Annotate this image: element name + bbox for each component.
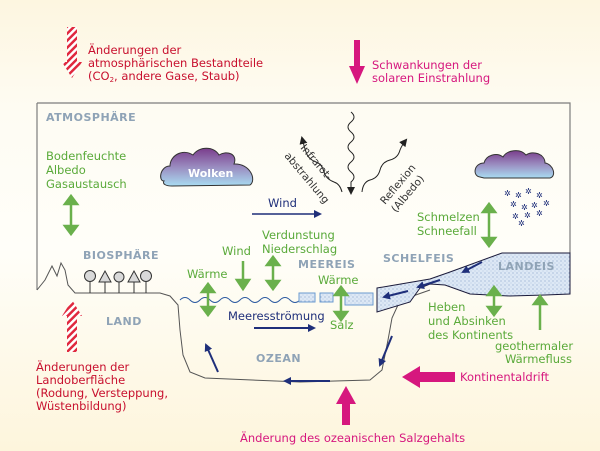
- ocean-circulation-arrows: [204, 324, 393, 385]
- melting-processes: Schmelzen Schneefall: [417, 210, 480, 238]
- svg-text:Wüstenbildung): Wüstenbildung): [36, 399, 126, 413]
- svg-text:Albedo: Albedo: [46, 163, 86, 177]
- wind-ocean-label: Wind: [222, 244, 251, 258]
- soil-processes: Bodenfeuchte Albedo Gasaustausch: [46, 149, 127, 191]
- svg-text:Schmelzen: Schmelzen: [417, 210, 480, 224]
- continental-drift-label: Kontinentaldrift: [460, 370, 549, 384]
- svg-text:(Rodung, Versteppung,: (Rodung, Versteppung,: [36, 386, 168, 400]
- svg-text:(CO2, andere Gase, Staub): (CO2, andere Gase, Staub): [88, 69, 240, 84]
- evaporation-processes: Verdunstung Niederschlag: [262, 228, 337, 256]
- svg-text:✲: ✲: [512, 212, 519, 221]
- ice-flow-arrows: [382, 261, 483, 300]
- geothermal-processes: geothermaler Wärmefluss: [495, 339, 573, 366]
- cloud-right: [474, 150, 555, 179]
- svg-text:✲: ✲: [536, 191, 543, 200]
- land-outline: [36, 261, 431, 383]
- ocean-current-label: Meeresströmung: [228, 309, 325, 323]
- solar-forcing-text-2: solaren Einstrahlung: [372, 71, 490, 85]
- land-surface-forcing-text: Änderungen der Landoberfläche (Rodung, V…: [36, 359, 168, 413]
- land-ice-label: LANDEIS: [498, 260, 555, 273]
- snowflake-icons: ✲✲✲✲ ✲✲✲✲ ✲✲✲✲: [504, 187, 550, 228]
- atmosphere-frame: [36, 102, 571, 290]
- svg-text:✲: ✲: [510, 200, 517, 209]
- uplift-processes: Heben und Absinken des Kontinents: [428, 300, 513, 342]
- infrared-squiggle: [299, 136, 343, 193]
- svg-text:Verdunstung: Verdunstung: [262, 228, 335, 242]
- biosphere-label: BIOSPHÄRE: [83, 248, 159, 262]
- svg-text:✲: ✲: [521, 203, 528, 212]
- green-process-arrows: [62, 193, 549, 330]
- svg-text:Bodenfeuchte: Bodenfeuchte: [46, 149, 126, 163]
- sea-ice-floes: [298, 292, 374, 306]
- svg-text:Heben: Heben: [428, 300, 465, 314]
- tree-icons: [84, 269, 152, 293]
- svg-text:✲: ✲: [543, 199, 550, 208]
- land-surface-forcing-arrow: [62, 300, 82, 352]
- salinity-forcing-arrow: [336, 386, 356, 425]
- heat-seaice-label: Wärme: [318, 273, 359, 287]
- svg-text:geothermaler: geothermaler: [495, 339, 573, 353]
- atmosphere-forcing-text: Änderungen der atmosphärischen Bestandte…: [88, 42, 263, 84]
- svg-text:✲: ✲: [524, 211, 531, 220]
- ice-shelf-label: SCHELFEIS: [383, 252, 454, 265]
- ocean-surface-wave: [179, 297, 301, 303]
- sea-ice-label: MEEREIS: [298, 258, 355, 271]
- salinity-forcing-label: Änderung des ozeanischen Salzgehalts: [240, 430, 465, 445]
- svg-text:✲: ✲: [531, 201, 538, 210]
- atmosphere-forcing-arrow: [62, 27, 82, 78]
- svg-text:✲: ✲: [536, 209, 543, 218]
- svg-text:✲: ✲: [515, 191, 522, 200]
- solar-forcing-text-1: Schwankungen der: [372, 58, 482, 72]
- svg-text:Schneefall: Schneefall: [417, 224, 477, 238]
- solar-radiation-squiggle: [347, 111, 355, 195]
- solar-forcing-arrow: [349, 40, 365, 84]
- svg-text:atmosphärischen Bestandteile: atmosphärischen Bestandteile: [88, 56, 263, 70]
- atmosphere-label: ATMOSPHÄRE: [46, 110, 136, 124]
- svg-text:und Absinken: und Absinken: [428, 314, 506, 328]
- svg-text:Landoberfläche: Landoberfläche: [36, 373, 125, 387]
- cloud-left: [160, 147, 254, 187]
- svg-text:✲: ✲: [525, 187, 532, 196]
- heat-ocean-label: Wärme: [187, 267, 228, 281]
- svg-text:Wärmefluss: Wärmefluss: [505, 352, 572, 366]
- ocean-label: OZEAN: [256, 352, 301, 365]
- salt-label: Salz: [330, 318, 354, 332]
- svg-text:✲: ✲: [504, 189, 511, 198]
- svg-text:✲: ✲: [518, 219, 525, 228]
- reflection-squiggle: [361, 138, 408, 193]
- svg-text:des Kontinents: des Kontinents: [428, 328, 513, 342]
- wind-upper-label: Wind: [268, 196, 297, 210]
- svg-text:Niederschlag: Niederschlag: [262, 242, 337, 256]
- cloud-left-label: Wolken: [188, 167, 233, 180]
- land-label: LAND: [106, 315, 142, 328]
- svg-text:Änderungen der: Änderungen der: [88, 42, 182, 57]
- continental-drift-arrow: [402, 366, 455, 388]
- svg-text:Gasaustausch: Gasaustausch: [46, 177, 127, 191]
- svg-text:Änderungen der: Änderungen der: [36, 359, 130, 374]
